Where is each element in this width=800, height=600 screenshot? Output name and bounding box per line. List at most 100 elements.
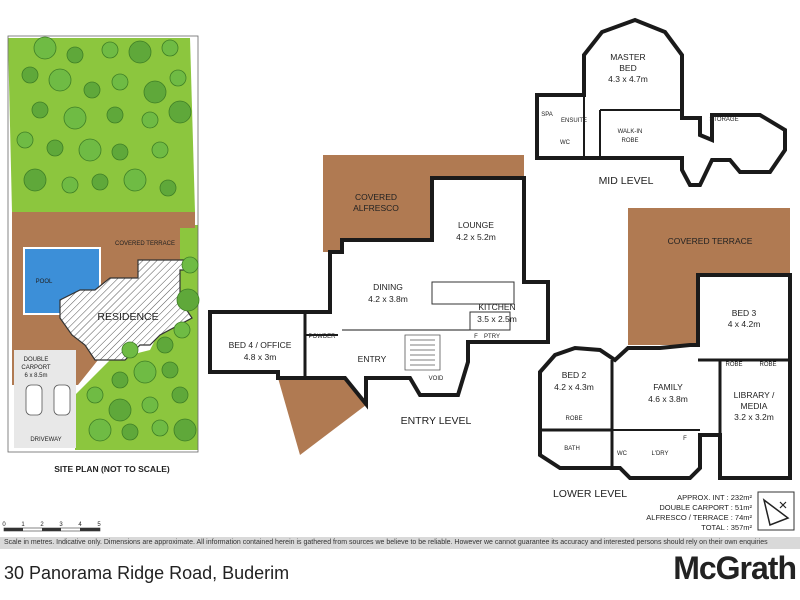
brand-logo: McGrath bbox=[673, 550, 797, 586]
site-pool-label: POOL bbox=[36, 279, 53, 285]
library-dims: 3.2 x 3.2m bbox=[734, 412, 774, 422]
lower-level-outline bbox=[538, 273, 792, 480]
alfresco-line2: ALFRESCO bbox=[353, 203, 399, 213]
lawn-lower bbox=[75, 225, 198, 450]
tree-icon bbox=[63, 106, 87, 130]
tree-icon bbox=[159, 179, 177, 197]
car-right bbox=[53, 384, 71, 416]
entry-level-title: ENTRY LEVEL bbox=[401, 415, 472, 427]
tree-icon bbox=[31, 101, 49, 119]
library-line1: LIBRARY / bbox=[734, 390, 775, 400]
tree-icon bbox=[169, 69, 187, 87]
entry-level-outline bbox=[208, 176, 550, 410]
tree-icon bbox=[173, 321, 191, 339]
entry-stair bbox=[404, 334, 441, 371]
residence-footprint bbox=[59, 259, 193, 361]
walkin-line1: WALK-IN bbox=[618, 129, 643, 135]
tree-icon bbox=[61, 176, 79, 194]
tree-icon bbox=[121, 423, 139, 441]
tree-icon bbox=[173, 418, 197, 442]
tree-icon bbox=[133, 360, 157, 384]
kitchen-label: KITCHEN bbox=[478, 302, 515, 312]
tree-icon bbox=[161, 361, 179, 379]
entry-level: COVERED ALFRESCO LOUNGE 4.2 x 5.2m DININ… bbox=[208, 155, 550, 455]
tree-icon bbox=[141, 396, 159, 414]
tree-icon bbox=[176, 288, 200, 312]
property-address: 30 Panorama Ridge Road, Buderim bbox=[4, 563, 290, 583]
site-driveway-label: DRIVEWAY bbox=[30, 437, 61, 443]
mid-storage-label: STORAGE bbox=[709, 117, 738, 123]
library-line2: MEDIA bbox=[741, 401, 768, 411]
tree-icon bbox=[156, 336, 174, 354]
tree-icon bbox=[46, 139, 64, 157]
lounge-dims: 4.2 x 5.2m bbox=[456, 232, 496, 242]
mid-wc-label: WC bbox=[560, 140, 571, 146]
scale-tick-0: 0 bbox=[2, 522, 6, 528]
scale-tick-5: 5 bbox=[97, 522, 101, 528]
tree-icon bbox=[111, 143, 129, 161]
bed4-dims: 4.8 x 3m bbox=[244, 352, 277, 362]
tree-icon bbox=[91, 173, 109, 191]
tree-icon bbox=[168, 100, 192, 124]
lower-covered-terrace bbox=[628, 208, 790, 345]
site-covered-terrace-label: COVERED TERRACE bbox=[115, 241, 175, 247]
void-label: VOID bbox=[429, 376, 444, 382]
tree-icon bbox=[181, 256, 199, 274]
mid-level: MASTER BED 4.3 x 4.7m SPA ENSUITE WC WAL… bbox=[535, 17, 787, 187]
lower-level-title: LOWER LEVEL bbox=[553, 488, 627, 500]
tree-icon bbox=[16, 131, 34, 149]
north-compass-icon bbox=[757, 491, 795, 531]
tree-icon bbox=[88, 418, 112, 442]
tree-icon bbox=[141, 111, 159, 129]
scale-tick-4: 4 bbox=[78, 522, 82, 528]
laundry-label: L'DRY bbox=[651, 451, 668, 457]
tree-icon bbox=[106, 106, 124, 124]
tree-icon bbox=[21, 66, 39, 84]
scale-bar: 0 1 2 3 4 5 bbox=[2, 522, 101, 532]
tree-icon bbox=[161, 39, 179, 57]
robe-bed3-b-label: ROBE bbox=[759, 362, 776, 368]
walkin-line2: ROBE bbox=[621, 138, 638, 144]
floor-plan: POOL RESIDENCE COVERED TERRACE DOUBLE CA… bbox=[2, 17, 795, 532]
site-plan-title: SITE PLAN (NOT TO SCALE) bbox=[54, 464, 170, 474]
site-residence-label: RESIDENCE bbox=[97, 311, 158, 323]
dining-label: DINING bbox=[373, 282, 403, 292]
robe-bed3-a-label: ROBE bbox=[725, 362, 742, 368]
site-carport-line2: CARPORT bbox=[21, 365, 51, 371]
master-dims: 4.3 x 4.7m bbox=[608, 74, 648, 84]
driveway bbox=[14, 428, 76, 448]
lower-terrace-label: COVERED TERRACE bbox=[668, 236, 753, 246]
bed3-dims: 4 x 4.2m bbox=[728, 319, 761, 329]
tree-icon bbox=[123, 168, 147, 192]
car-left bbox=[25, 384, 43, 416]
fridge-label: F bbox=[474, 334, 478, 340]
tree-icon bbox=[111, 371, 129, 389]
master-line1: MASTER bbox=[610, 52, 645, 62]
tree-icon bbox=[48, 68, 72, 92]
family-label: FAMILY bbox=[653, 382, 683, 392]
area-total: TOTAL : 357m² bbox=[701, 523, 752, 532]
lower-fridge-label: F bbox=[683, 436, 687, 442]
lounge-label: LOUNGE bbox=[458, 220, 494, 230]
pantry-label: PTRY bbox=[484, 334, 500, 340]
mid-level-title: MID LEVEL bbox=[599, 175, 654, 187]
area-alfresco: ALFRESCO / TERRACE : 74m² bbox=[646, 513, 752, 522]
bed2-label: BED 2 bbox=[562, 370, 587, 380]
kitchen-bench bbox=[431, 281, 515, 305]
family-dims: 4.6 x 3.8m bbox=[648, 394, 688, 404]
scale-tick-3: 3 bbox=[59, 522, 63, 528]
dining-dims: 4.2 x 3.8m bbox=[368, 294, 408, 304]
bed3-label: BED 3 bbox=[732, 308, 757, 318]
tree-icon bbox=[128, 40, 152, 64]
tree-icon bbox=[78, 138, 102, 162]
area-int: APPROX. INT : 232m² bbox=[677, 493, 752, 502]
tree-icon bbox=[33, 36, 57, 60]
tree-icon bbox=[143, 80, 167, 104]
tree-icon bbox=[83, 81, 101, 99]
tree-icon bbox=[111, 73, 129, 91]
alfresco-line1: COVERED bbox=[355, 192, 397, 202]
entry-label: ENTRY bbox=[358, 354, 387, 364]
site-plan: POOL RESIDENCE COVERED TERRACE DOUBLE CA… bbox=[7, 35, 200, 474]
spa-label: SPA bbox=[541, 112, 553, 118]
disclaimer-text: Scale in metres. Indicative only. Dimens… bbox=[4, 539, 768, 546]
